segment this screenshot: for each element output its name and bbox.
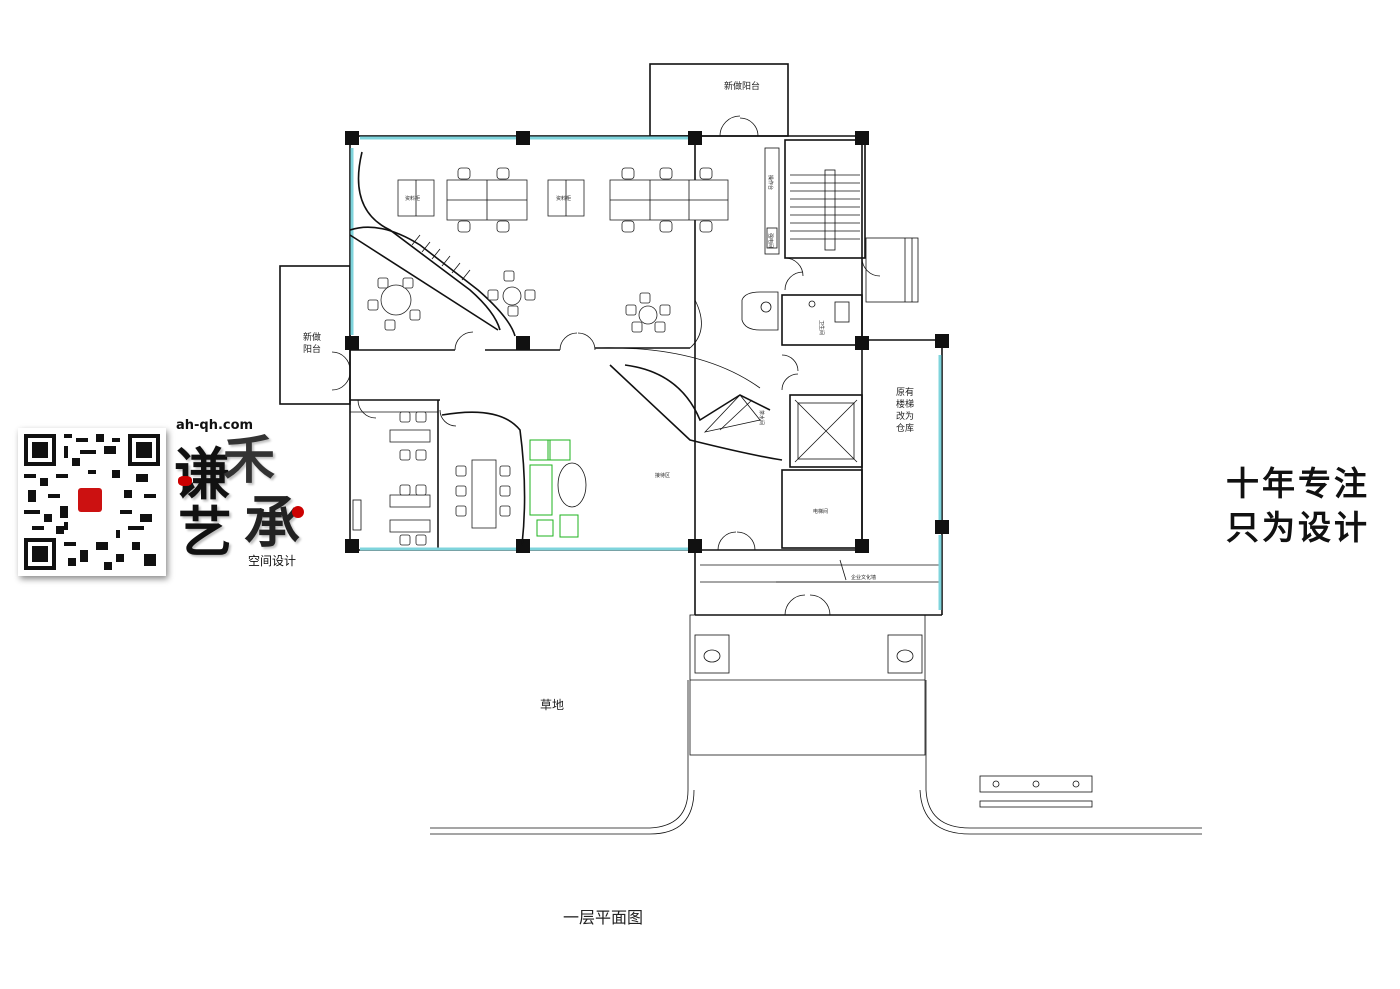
brand-red-accent-right bbox=[292, 506, 304, 518]
label-storage-2: 楼梯 bbox=[896, 398, 914, 410]
slogan-line-2: 只为设计 bbox=[1226, 508, 1370, 547]
label-west-balcony-2: 阳台 bbox=[303, 343, 321, 355]
brand-logo-block: ah-qh.com 谦 禾 艺 承 空间设计 bbox=[18, 418, 318, 576]
label-elevator-room: 电梯间 bbox=[813, 508, 828, 515]
windows bbox=[350, 136, 942, 610]
label-restroom: 卫生间 bbox=[818, 320, 825, 335]
label-file-cabinet-a: 资料柜 bbox=[405, 195, 420, 202]
label-storage-3: 改为 bbox=[896, 410, 914, 422]
office-workstations bbox=[397, 167, 729, 233]
qr-center-stamp bbox=[78, 488, 102, 512]
qr-code-icon bbox=[24, 434, 160, 570]
brand-char-3: 艺 bbox=[178, 500, 232, 564]
slogan: 十年专注 只为设计 bbox=[1226, 462, 1396, 550]
slogan-line-1: 十年专注 bbox=[1226, 464, 1370, 503]
plan-caption: 一层平面图 bbox=[563, 908, 643, 927]
meeting-room bbox=[352, 411, 526, 546]
label-lawn: 草地 bbox=[540, 698, 564, 712]
site-landscape bbox=[430, 559, 1202, 835]
qr-code[interactable] bbox=[18, 428, 166, 576]
label-culture-wall: 企业文化墙 bbox=[851, 574, 876, 581]
round-tables bbox=[367, 270, 702, 349]
brand-subtitle: 空间设计 bbox=[248, 554, 297, 568]
diagonal-display-wall bbox=[349, 151, 516, 337]
label-power-room: 强电间 bbox=[767, 233, 774, 248]
brand-char-1: 谦 bbox=[174, 442, 230, 508]
label-file-cabinet-b: 资料柜 bbox=[556, 195, 571, 202]
label-operation-desk: 操作台 bbox=[767, 175, 774, 190]
structural-columns bbox=[345, 131, 949, 553]
reception-area bbox=[594, 347, 783, 461]
label-west-balcony-1: 新做 bbox=[303, 331, 321, 343]
doors bbox=[331, 115, 881, 616]
staircase bbox=[764, 147, 860, 255]
brand-char-4: 承 bbox=[244, 490, 300, 556]
brand-char-2: 禾 bbox=[223, 430, 276, 491]
brand-url[interactable]: ah-qh.com bbox=[176, 418, 254, 433]
lounge-sofa-set bbox=[529, 439, 587, 538]
restroom-fixtures bbox=[741, 291, 850, 331]
label-north-balcony: 新做阳台 bbox=[724, 80, 760, 92]
brand-red-accent-left bbox=[178, 476, 192, 486]
label-tea-room: 茶水间 bbox=[758, 410, 765, 425]
label-storage-4: 仓库 bbox=[896, 422, 914, 434]
label-reception: 接待区 bbox=[655, 472, 670, 479]
label-storage-1: 原有 bbox=[896, 386, 914, 398]
exterior-walls bbox=[279, 63, 943, 756]
